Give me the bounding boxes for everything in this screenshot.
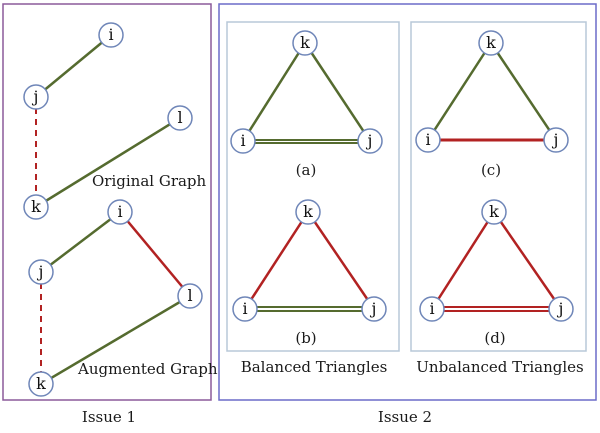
node-b-i: i bbox=[232, 296, 258, 322]
triangle-a: k i j (a) bbox=[230, 30, 383, 179]
node-d-i: i bbox=[419, 296, 445, 322]
triangle-d: k i j (d) bbox=[419, 199, 574, 347]
triangle-c: k i j (c) bbox=[415, 30, 569, 179]
svg-text:k: k bbox=[489, 202, 499, 221]
triangle-b-tag: (b) bbox=[295, 329, 316, 347]
node-original-i: i bbox=[98, 22, 124, 48]
node-a-j: j bbox=[357, 128, 383, 154]
node-b-j: j bbox=[361, 296, 387, 322]
svg-text:l: l bbox=[187, 286, 192, 305]
node-c-j: j bbox=[543, 127, 569, 153]
unbalanced-subpanel bbox=[410, 21, 587, 352]
svg-text:j: j bbox=[557, 299, 564, 318]
node-c-i: i bbox=[415, 127, 441, 153]
triangle-a-tag: (a) bbox=[296, 161, 317, 179]
augmented-graph-caption: Augmented Graph bbox=[77, 360, 218, 378]
edge-c-k-j bbox=[489, 42, 558, 141]
svg-text:i: i bbox=[108, 25, 113, 44]
svg-text:j: j bbox=[370, 299, 377, 318]
balanced-subpanel bbox=[226, 21, 400, 352]
edge-augmented-i-j bbox=[40, 211, 121, 273]
node-original-j: j bbox=[23, 84, 49, 110]
edge-a-k-j bbox=[303, 42, 372, 142]
edge-b-k-j bbox=[306, 211, 376, 310]
node-d-k: k bbox=[481, 199, 507, 225]
edge-original-i-j bbox=[35, 34, 112, 98]
svg-text:i: i bbox=[242, 299, 247, 318]
svg-text:i: i bbox=[429, 299, 434, 318]
balanced-triangles-caption: Balanced Triangles bbox=[241, 358, 388, 376]
svg-text:k: k bbox=[303, 202, 313, 221]
edge-c-k-i bbox=[426, 42, 493, 141]
svg-text:j: j bbox=[32, 87, 39, 106]
svg-text:j: j bbox=[37, 262, 44, 281]
issue1-panel bbox=[2, 3, 212, 401]
edge-a-k-i bbox=[241, 42, 307, 142]
svg-text:j: j bbox=[366, 131, 373, 150]
svg-text:i: i bbox=[240, 131, 245, 150]
node-augmented-j: j bbox=[28, 259, 54, 285]
edge-original-l-k bbox=[35, 116, 181, 209]
svg-text:j: j bbox=[552, 130, 559, 149]
issue2-panel bbox=[218, 3, 597, 401]
svg-text:i: i bbox=[425, 130, 430, 149]
issue2-label: Issue 2 bbox=[378, 408, 432, 426]
issue1-label: Issue 1 bbox=[82, 408, 136, 426]
node-augmented-i: i bbox=[107, 199, 133, 225]
node-original-k: k bbox=[23, 194, 49, 220]
node-a-i: i bbox=[230, 128, 256, 154]
svg-text:k: k bbox=[31, 197, 41, 216]
edge-b-k-i bbox=[243, 211, 310, 310]
unbalanced-triangles-caption: Unbalanced Triangles bbox=[416, 358, 583, 376]
node-d-j: j bbox=[548, 296, 574, 322]
node-b-k: k bbox=[295, 199, 321, 225]
edge-d-k-i bbox=[430, 211, 496, 310]
edge-augmented-l-k bbox=[40, 294, 191, 386]
triangle-b: k i j (b) bbox=[232, 199, 387, 347]
node-augmented-k: k bbox=[28, 371, 54, 397]
svg-text:k: k bbox=[300, 33, 310, 52]
node-a-k: k bbox=[292, 30, 318, 56]
node-augmented-l: l bbox=[177, 283, 203, 309]
triangle-c-tag: (c) bbox=[481, 161, 501, 179]
svg-text:l: l bbox=[177, 108, 182, 127]
original-graph-caption: Original Graph bbox=[92, 172, 207, 190]
svg-text:k: k bbox=[36, 374, 46, 393]
svg-text:k: k bbox=[486, 33, 496, 52]
svg-text:i: i bbox=[117, 202, 122, 221]
node-c-k: k bbox=[478, 30, 504, 56]
edge-d-k-j bbox=[492, 211, 563, 310]
edge-augmented-i-l bbox=[119, 211, 191, 297]
triangle-d-tag: (d) bbox=[484, 329, 505, 347]
node-original-l: l bbox=[167, 105, 193, 131]
